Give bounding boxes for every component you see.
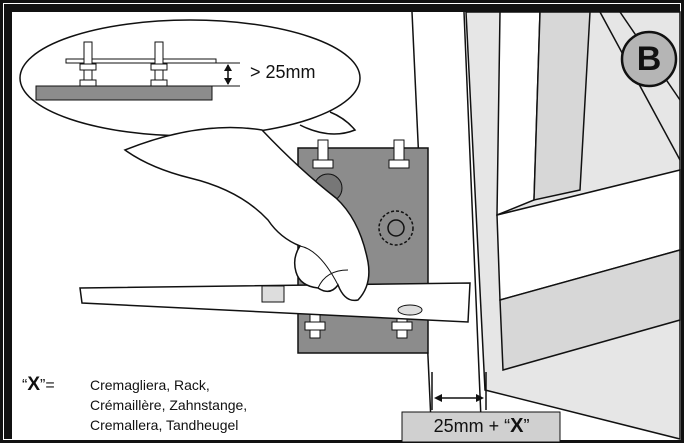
wall-line-2 [463, 11, 483, 443]
legend-key-close-quote: ”= [40, 377, 55, 394]
dimension-label: 25mm + “X” [404, 415, 559, 438]
callout-dimension-label: > 25mm [250, 62, 316, 82]
section-badge-letter: B [636, 40, 662, 78]
gate-panel [465, 11, 681, 440]
badge-circle [620, 30, 678, 88]
legend-key: “X”= [22, 374, 55, 396]
frame-left-bar [4, 4, 12, 439]
gap-dimension-arrow [431, 372, 487, 410]
legend-line-2: Crémaillère, Zahnstange, [90, 397, 248, 413]
gear-icon [378, 210, 414, 246]
callout-bubble [19, 19, 361, 137]
legend-line-3: Cremallera, Tandheugel [90, 417, 239, 433]
dimension-label-prefix: 25mm + “ [433, 416, 511, 436]
plate-bolts [304, 139, 413, 339]
dimension-label-suffix: ” [523, 416, 530, 436]
hand-illustration [123, 126, 370, 302]
spirit-level [79, 282, 471, 323]
legend-key-letter: X [27, 374, 41, 395]
dimension-label-box [401, 411, 561, 443]
frame-top-bar [4, 4, 680, 12]
legend-line-1: Cremagliera, Rack, [90, 377, 210, 393]
legend-key-open-quote: “ [22, 377, 28, 394]
dimension-label-key: X [510, 415, 524, 437]
